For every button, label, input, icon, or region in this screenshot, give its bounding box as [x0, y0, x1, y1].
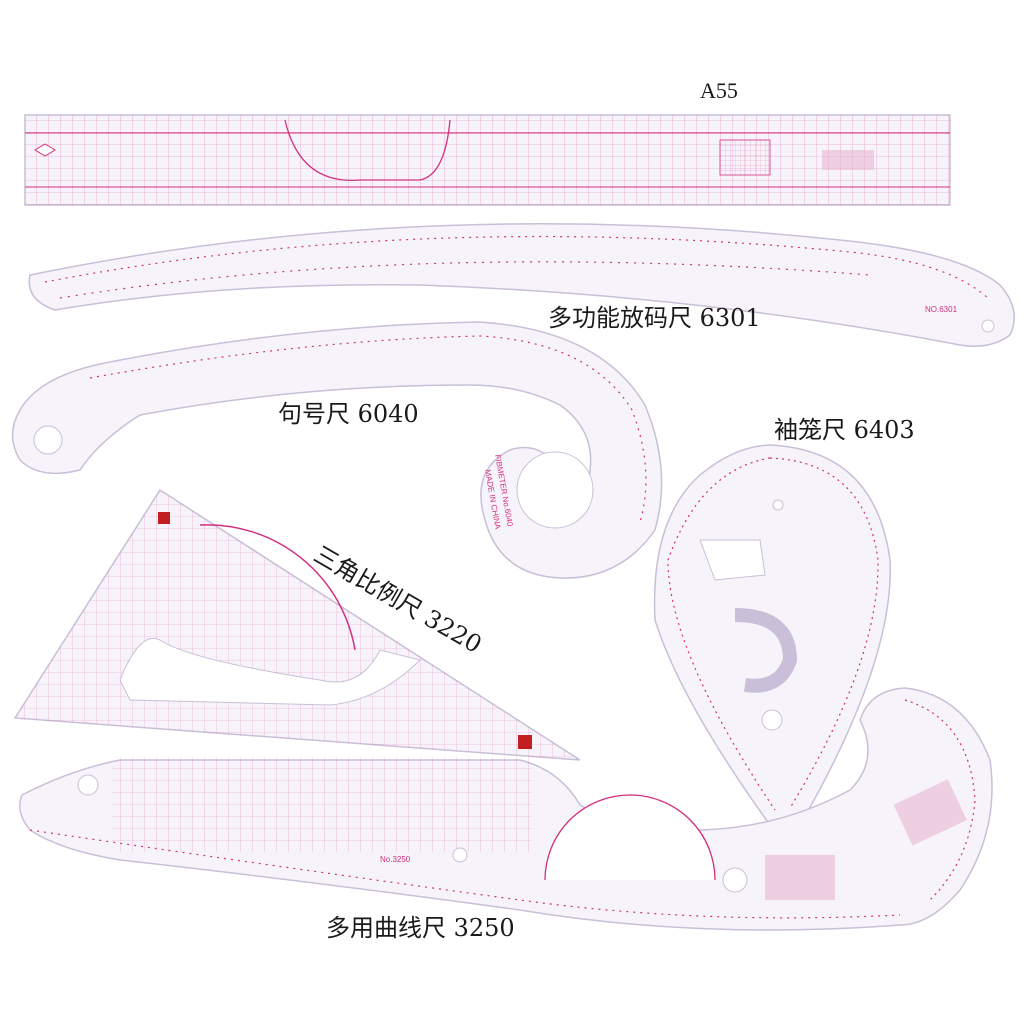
label-3250: 多用曲线尺 3250 [326, 914, 515, 942]
ruler-3250-code: No.3250 [380, 855, 411, 864]
label-a55: A55 [700, 78, 738, 103]
label-6301: 多功能放码尺 6301 [548, 304, 761, 332]
triangle-ruler-3220 [13, 488, 581, 761]
label-6403: 袖笼尺 6403 [774, 416, 915, 444]
ruler-6301-code: NO.6301 [925, 305, 958, 314]
armhole-ruler-6403 [653, 444, 891, 844]
curved-ruler-6301: NO.6301 [28, 223, 1015, 347]
straight-ruler-a55 [24, 114, 951, 206]
label-6040: 句号尺 6040 [278, 400, 419, 428]
curve-ruler-3250: No.3250 [19, 687, 993, 931]
spiral-ruler-6040: FIBMETER No.6040 MADE IN CHINA [11, 321, 663, 579]
